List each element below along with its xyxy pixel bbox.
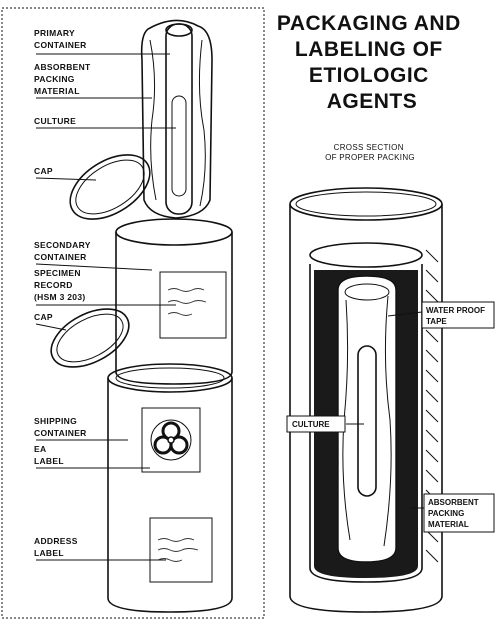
exploded-view-panel: PRIMARY CONTAINER ABSORBENT PACKING MATE… xyxy=(2,8,264,618)
label-primary-container: PRIMARY CONTAINER xyxy=(34,28,87,50)
cross-section-panel: PACKAGING AND LABELING OF ETIOLOGIC AGEN… xyxy=(277,12,494,612)
label-waterproof-tape: WATER PROOF TAPE xyxy=(422,302,494,328)
secondary-container-illustration xyxy=(116,219,232,384)
label-ea-label: EA LABEL xyxy=(34,444,64,466)
diagram-title: PACKAGING AND LABELING OF ETIOLOGIC AGEN… xyxy=(277,12,467,113)
label-specimen-record: SPECIMEN RECORD (HSM 3 203) xyxy=(34,268,85,302)
top-cap-illustration xyxy=(59,142,161,233)
label-address-label: ADDRESS LABEL xyxy=(34,536,80,558)
label-culture-right: CULTURE xyxy=(287,416,345,432)
label-absorbent-packing: ABSORBENT PACKING MATERIAL xyxy=(34,62,93,96)
diagram-subtitle: CROSS SECTION OF PROPER PACKING xyxy=(325,143,415,162)
biohazard-icon xyxy=(151,420,191,460)
label-cap-bottom: CAP xyxy=(34,312,53,322)
label-shipping-container: SHIPPING CONTAINER xyxy=(34,416,87,438)
primary-container-illustration xyxy=(142,20,212,218)
svg-text:CULTURE: CULTURE xyxy=(292,420,330,429)
label-culture-left: CULTURE xyxy=(34,116,76,126)
label-absorbent-packing-right: ABSORBENT PACKING MATERIAL xyxy=(424,494,494,532)
bottom-cap-illustration xyxy=(42,297,139,379)
label-cap-top: CAP xyxy=(34,166,53,176)
shipping-container-illustration xyxy=(108,364,232,612)
left-leader-lines xyxy=(36,54,176,560)
label-secondary-container: SECONDARY CONTAINER xyxy=(34,240,93,262)
inner-container-cross-section xyxy=(310,243,422,582)
